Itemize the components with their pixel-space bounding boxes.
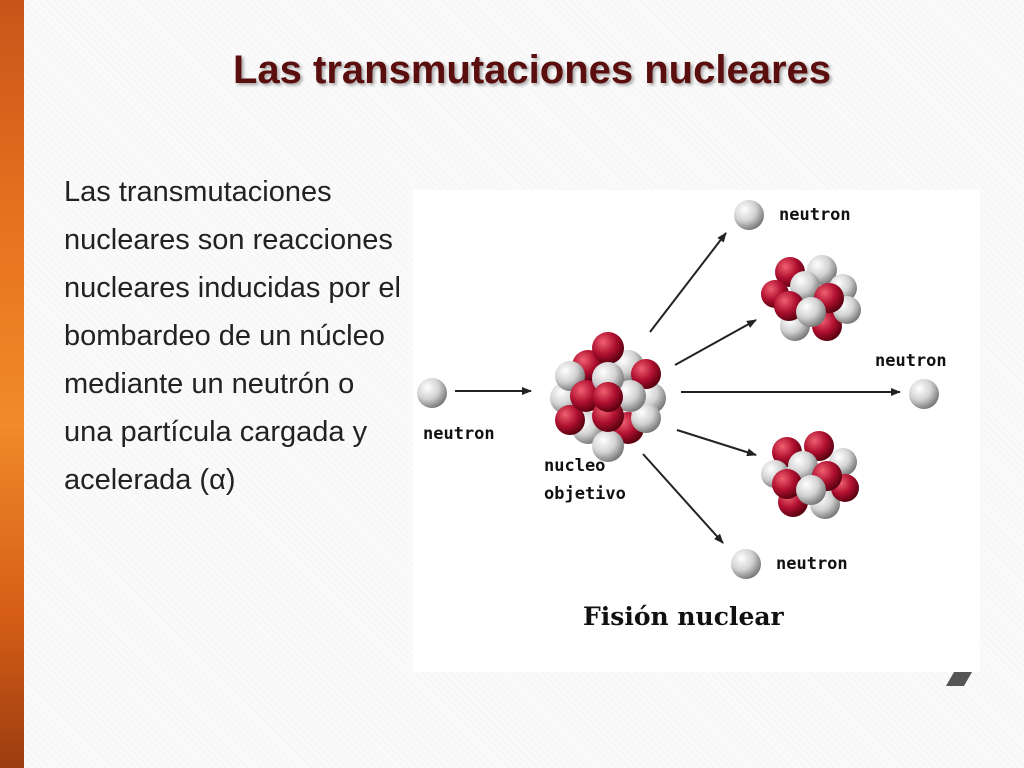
- target-nucleus: [550, 332, 666, 462]
- left-accent-bar: [0, 0, 24, 768]
- fission-fragment-top: [761, 255, 861, 341]
- label-neutron-middle: neutron: [875, 351, 947, 371]
- diagram-labels: neutron nucleo objetivo neutron neutron …: [423, 205, 947, 574]
- arrow-to-neutron-bottom: [642, 453, 724, 544]
- fission-fragment-bottom: [761, 431, 859, 519]
- diagram-caption: Fisión nuclear: [583, 602, 785, 631]
- slide-body-text: Las transmutaciones nucleares son reacci…: [64, 176, 401, 496]
- neutron-particle-top: [734, 200, 764, 230]
- corner-decoration: [945, 672, 973, 686]
- neutron-particles: [417, 200, 939, 579]
- incoming-neutron-particle: [417, 378, 447, 408]
- arrow-to-fragment-top: [674, 319, 757, 366]
- arrow-to-neutron-top: [649, 232, 727, 333]
- label-target-nucleus-line1: nucleo: [544, 456, 605, 476]
- label-neutron-bottom: neutron: [776, 554, 848, 574]
- neutron-particle-bottom: [731, 549, 761, 579]
- slide-title: Las transmutaciones nucleares: [232, 48, 832, 92]
- fission-diagram-svg: neutron nucleo objetivo neutron neutron …: [417, 200, 947, 631]
- arrow-to-fragment-bottom: [676, 429, 757, 457]
- label-incoming-neutron: neutron: [423, 424, 495, 444]
- reaction-arrows: [455, 232, 901, 544]
- label-target-nucleus-line2: objetivo: [544, 484, 626, 504]
- fission-diagram: neutron nucleo objetivo neutron neutron …: [413, 190, 980, 672]
- neutron-particle-middle: [909, 379, 939, 409]
- label-neutron-top: neutron: [779, 205, 851, 225]
